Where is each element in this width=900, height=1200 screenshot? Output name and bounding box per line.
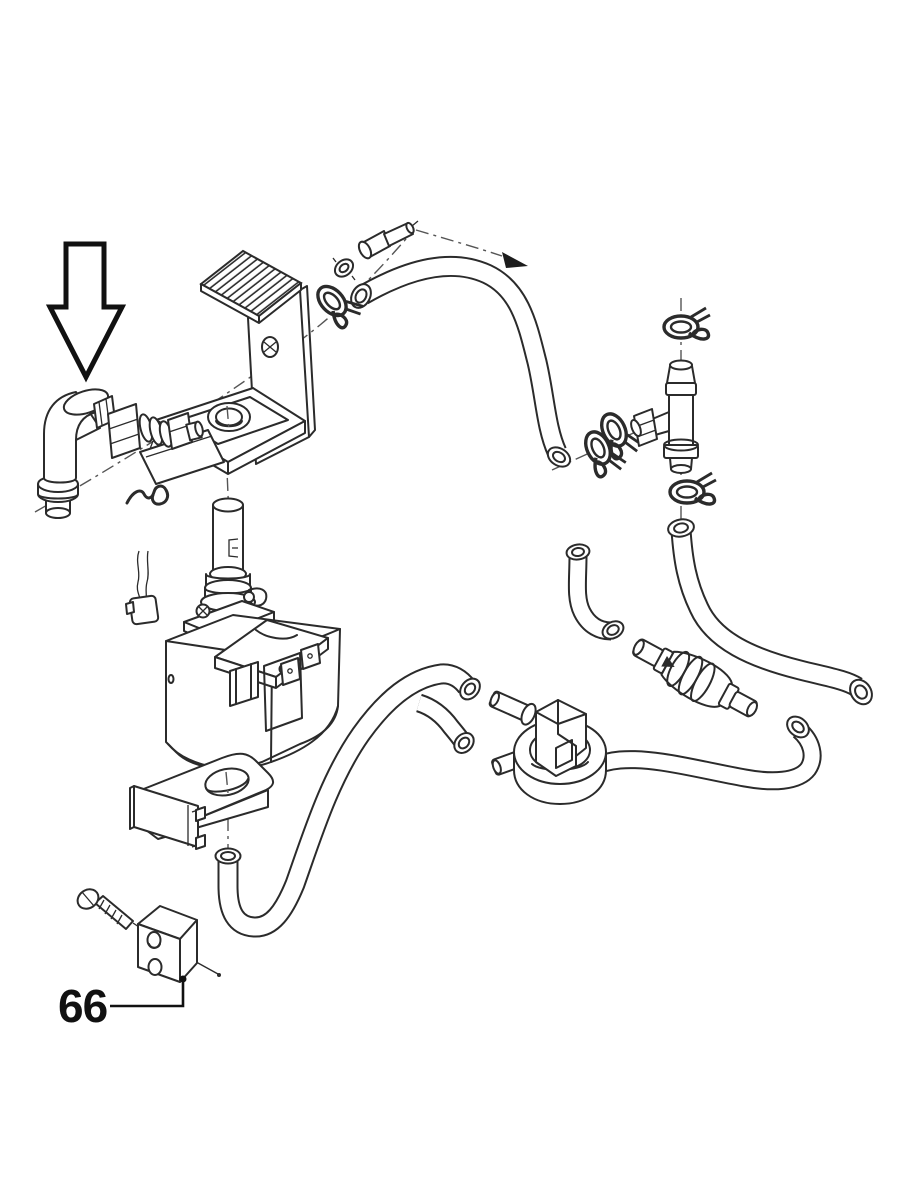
tee-outlet-hose xyxy=(667,518,873,706)
callout-66-label: 66 xyxy=(58,980,107,1032)
mounting-screw xyxy=(76,888,149,934)
inlet-hose xyxy=(214,663,481,938)
j-hook-hose xyxy=(562,715,822,791)
check-valve xyxy=(632,638,759,718)
mounting-bracket xyxy=(139,249,316,485)
flow-arrow-mark xyxy=(661,655,675,667)
leader-line xyxy=(110,982,185,1008)
tee-fitting xyxy=(630,359,699,474)
retaining-clip xyxy=(125,484,170,506)
upper-hose xyxy=(350,255,572,468)
pump-mounting-foot xyxy=(129,752,274,850)
pump-label-mark xyxy=(228,538,239,558)
spade-terminals xyxy=(280,643,321,686)
thermal-fuse xyxy=(125,550,160,626)
mounting-block-group: 66 xyxy=(58,888,221,1032)
hose-clamp xyxy=(662,306,712,341)
short-elbow-hose xyxy=(565,543,625,641)
hose-clamp xyxy=(668,471,718,506)
mounting-block xyxy=(137,905,198,983)
flow-valve xyxy=(488,690,607,805)
cap-nut xyxy=(167,412,193,450)
vibration-pump xyxy=(165,497,341,770)
main-assembly-axis xyxy=(34,231,413,513)
pointer-arrow xyxy=(45,241,127,383)
coil-window xyxy=(229,661,259,707)
stub-hose xyxy=(415,693,475,754)
leader-dot xyxy=(179,975,187,983)
nipple-fitting xyxy=(357,220,419,260)
frame-window xyxy=(263,652,303,732)
elbow-fitting xyxy=(37,388,204,519)
upper-barb-fitting xyxy=(488,690,537,726)
flow-direction-arrowhead xyxy=(502,252,528,268)
washer xyxy=(332,257,356,281)
hex-nut xyxy=(107,403,141,459)
flow-direction-axis xyxy=(415,229,503,257)
